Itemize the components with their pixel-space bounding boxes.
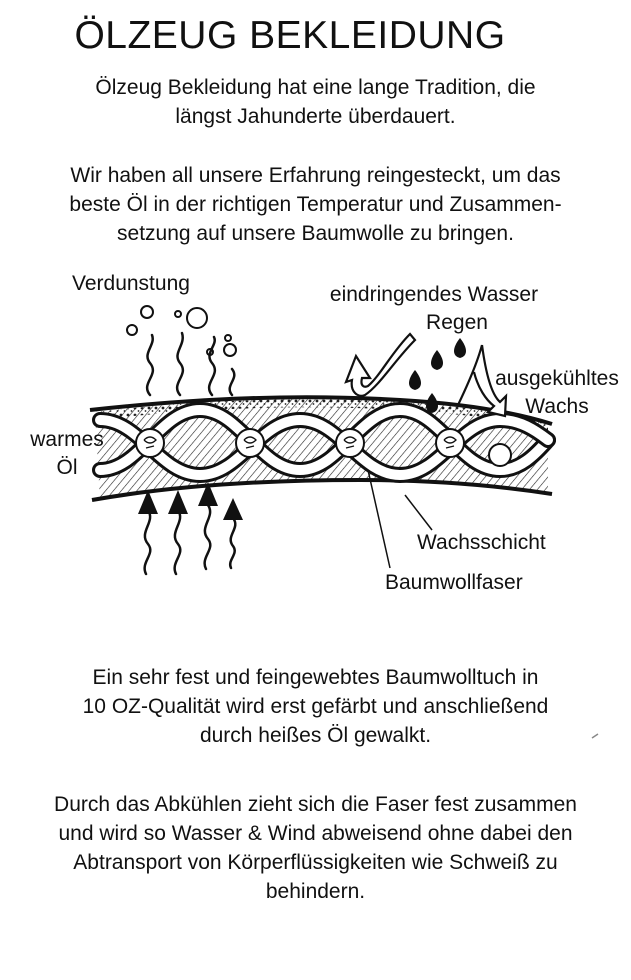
fabric-line: durch heißes Öl gewalkt.	[199, 724, 432, 747]
experience-line: setzung auf unsere Baumwolle zu bringen.	[117, 222, 514, 245]
label-wasser-line: eindringendes Wasser	[329, 283, 539, 306]
intro-paragraph: Ölzeug Bekleidung hat eine lange Traditi…	[10, 73, 621, 131]
experience-line: Wir haben all unsere Erfahrung reingeste…	[70, 164, 561, 187]
label-baumwollfaser: Baumwollfaser	[385, 571, 523, 594]
cooling-paragraph: Durch das Abkühlen zieht sich die Faser …	[10, 790, 621, 906]
leader-line-baumwollfaser	[367, 469, 391, 569]
cooling-line: und wird so Wasser & Wind abweisend ohne…	[58, 822, 573, 845]
steam-icon	[145, 331, 236, 397]
label-eindringendes-wasser: eindringendes Wasser Regen	[318, 281, 550, 337]
label-ausgekuehltes-wachs: ausgekühltes Wachs	[486, 365, 628, 421]
heat-arrow-icon	[138, 482, 243, 576]
label-oel-line: warmes	[30, 428, 104, 451]
cooling-line: Durch das Abkühlen zieht sich die Faser …	[54, 793, 577, 816]
fabric-line: 10 OZ-Qualität wird erst gefärbt und ans…	[82, 695, 549, 718]
raindrop-icon	[409, 338, 466, 413]
cooling-line: Abtransport von Körperflüssigkeiten wie …	[73, 851, 558, 874]
leader-line-wachsschicht	[404, 494, 433, 531]
intro-line: längst Jahunderte überdauert.	[175, 105, 456, 128]
fabric-line: Ein sehr fest und feingewebtes Baumwollt…	[92, 666, 539, 689]
curved-arrow-icon	[344, 332, 508, 418]
label-oel-line: Öl	[56, 456, 78, 479]
experience-paragraph: Wir haben all unsere Erfahrung reingeste…	[10, 161, 621, 248]
fabric-bottom-edge	[91, 477, 553, 502]
experience-line: beste Öl in der richtigen Temperatur und…	[69, 193, 562, 216]
cooling-line: behindern.	[265, 880, 366, 903]
label-regen-line: Regen	[426, 311, 488, 334]
fabric-paragraph: Ein sehr fest und feingewebtes Baumwollt…	[10, 663, 621, 750]
label-wachs-line: ausgekühltes	[495, 367, 619, 390]
bubble-icon	[126, 305, 237, 357]
label-verdunstung: Verdunstung	[72, 272, 190, 295]
label-wachs-line: Wachs	[525, 395, 589, 418]
label-warmes-oel: warmes Öl	[24, 426, 110, 482]
label-wachsschicht: Wachsschicht	[417, 531, 546, 554]
intro-line: Ölzeug Bekleidung hat eine lange Traditi…	[95, 76, 536, 99]
page-title: ÖLZEUG BEKLEIDUNG	[74, 14, 506, 57]
